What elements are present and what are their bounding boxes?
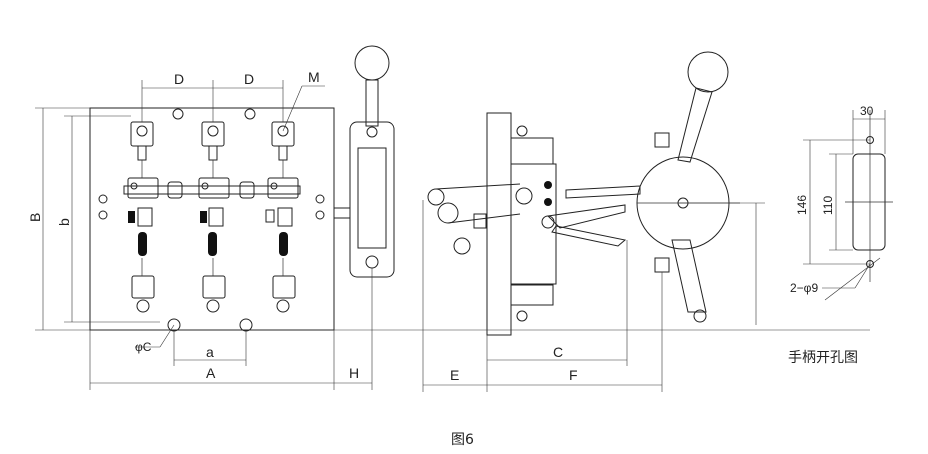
dim-label-E: E — [450, 367, 459, 383]
dim-label-F: F — [569, 367, 578, 383]
handle-cutout-view: 30 146 110 2−φ9 — [790, 104, 893, 301]
dim-label-M: M — [308, 69, 320, 85]
dim-label-D1: D — [174, 71, 184, 87]
cross-shaft — [123, 185, 301, 195]
dim-label-30: 30 — [860, 104, 874, 118]
side-handle — [636, 51, 740, 323]
front-view — [89, 107, 350, 332]
dim-label-B: B — [27, 213, 43, 222]
dim-label-C: C — [553, 344, 563, 360]
side-plate — [486, 112, 512, 336]
dim-label-110: 110 — [821, 196, 835, 215]
dim-label-D2: D — [244, 71, 254, 87]
pole-2 — [198, 121, 230, 313]
dim-label-phiC: φC — [135, 340, 152, 354]
pole-3 — [265, 121, 299, 313]
figure-caption: 图6 — [451, 432, 474, 448]
pole-1 — [127, 121, 159, 313]
dim-label-b: b — [56, 218, 72, 226]
dim-label-A: A — [206, 365, 216, 381]
dim-label-146: 146 — [795, 195, 809, 215]
front-handle — [349, 45, 395, 278]
handle-cutout-caption: 手柄开孔图 — [788, 350, 858, 366]
dim-label-H: H — [349, 365, 359, 381]
pole-fuse — [138, 232, 147, 256]
dim-label-holes: 2−φ9 — [790, 281, 818, 295]
dim-label-a: a — [206, 344, 214, 360]
side-view — [427, 112, 641, 336]
base-plate — [89, 107, 335, 331]
